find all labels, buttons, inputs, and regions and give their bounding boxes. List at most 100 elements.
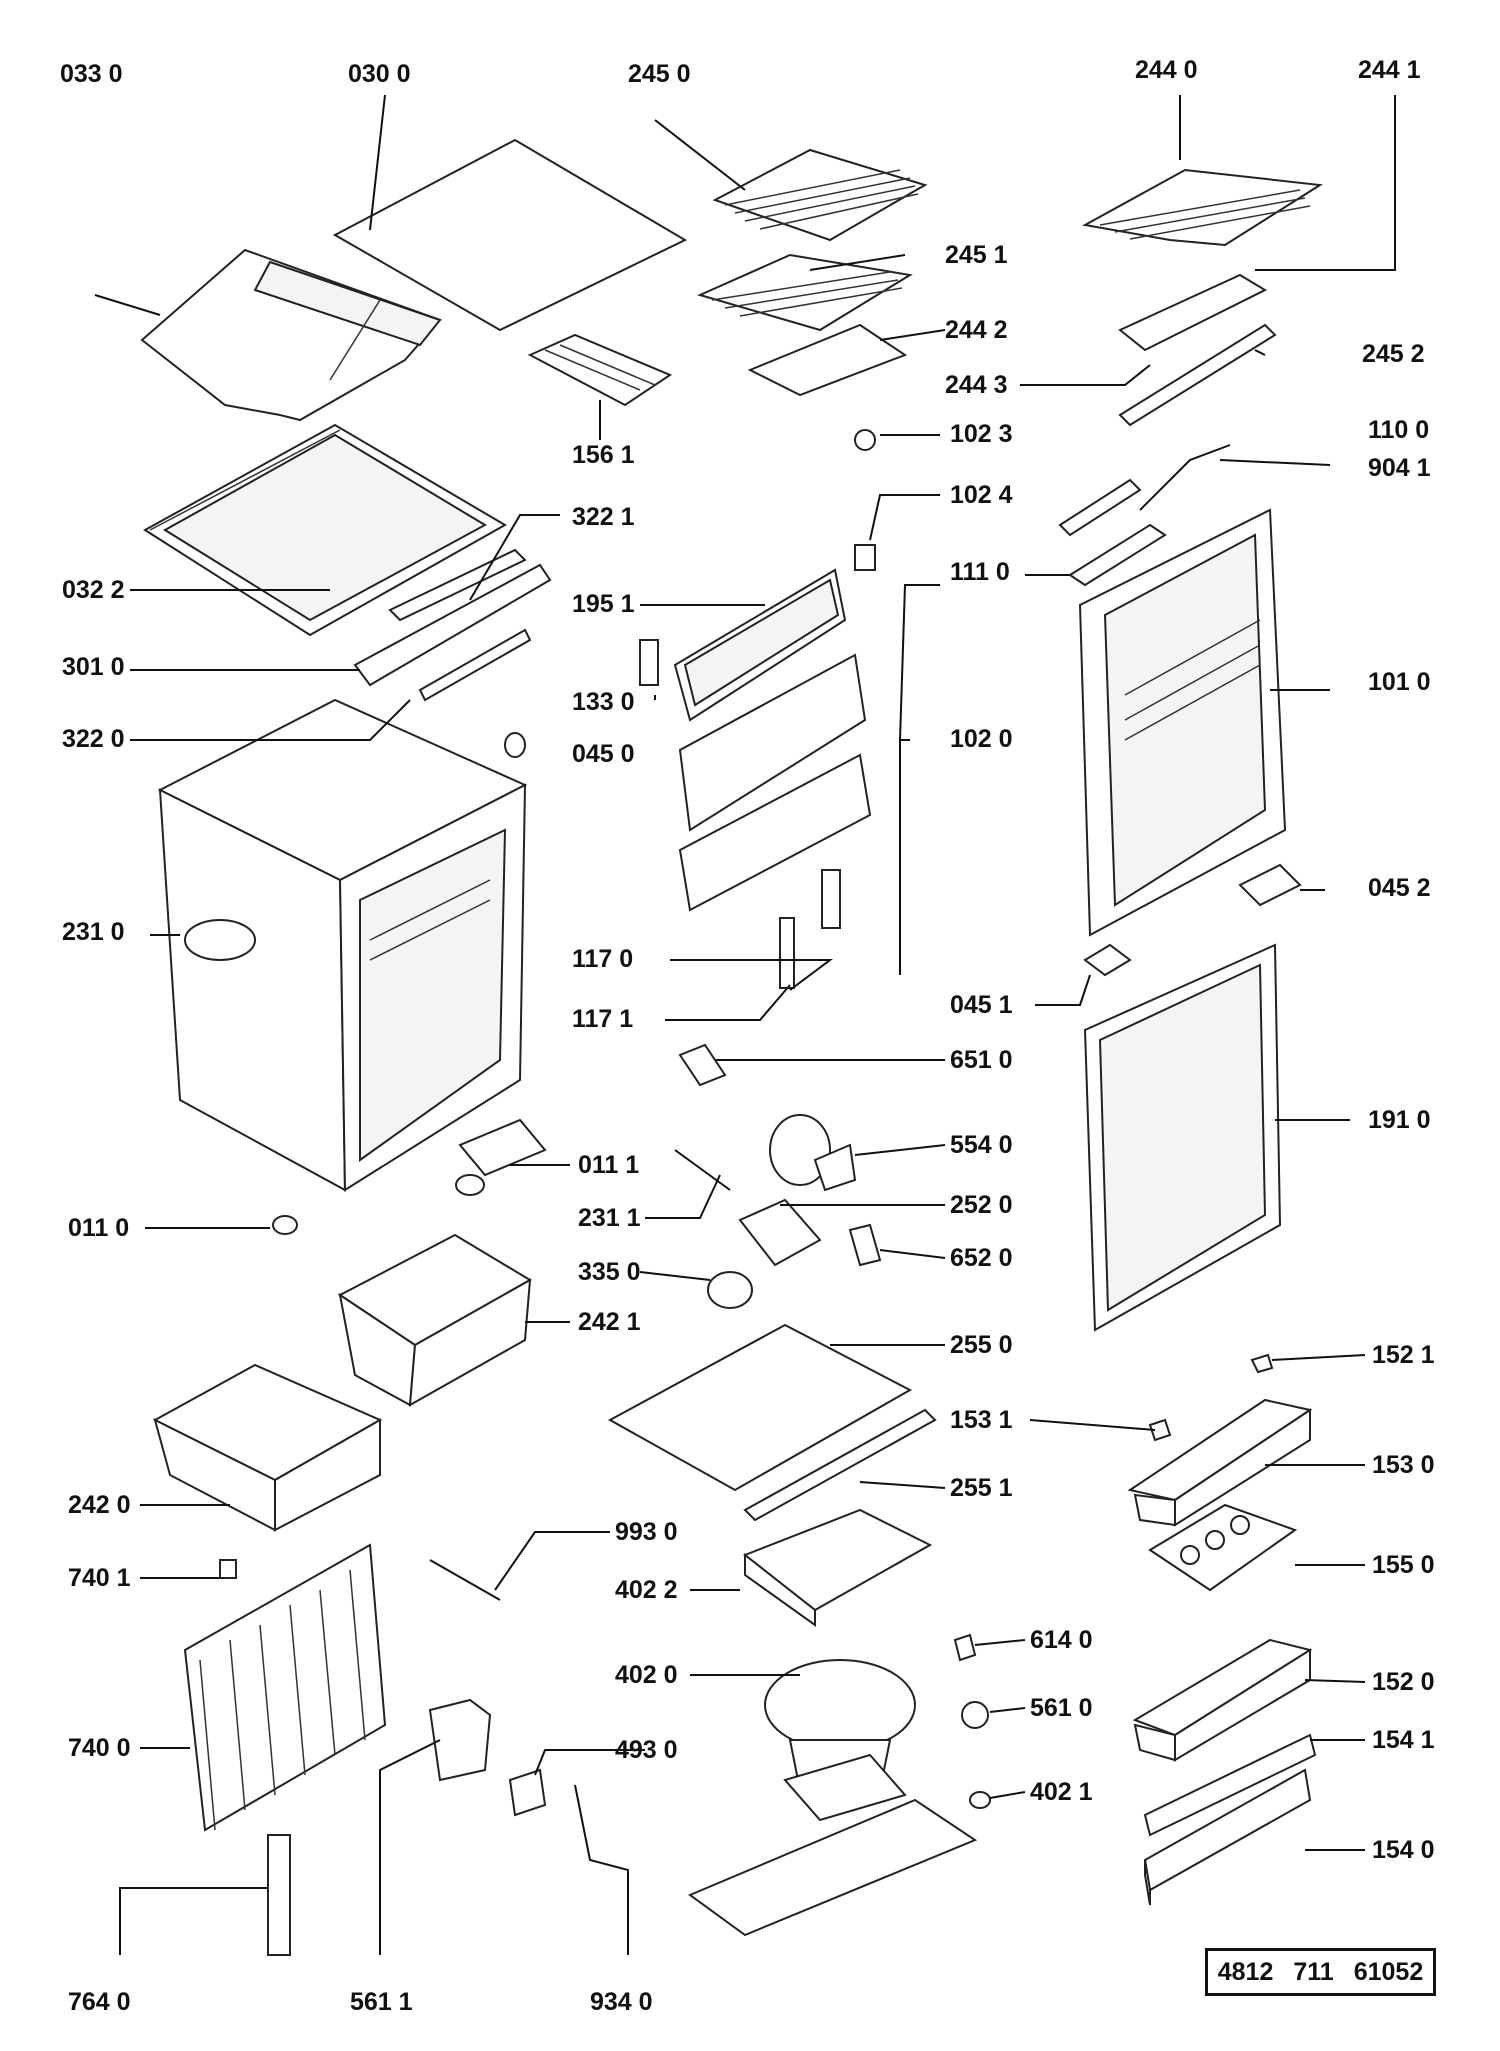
- freezer-tray: [143, 423, 508, 637]
- callout-030-0: 030 0: [348, 60, 411, 88]
- shelf-right: [1082, 168, 1323, 247]
- reference-part-1: 4812: [1217, 1957, 1274, 1986]
- callout-102-3: 102 3: [950, 420, 1013, 448]
- callout-231-1: 231 1: [578, 1204, 641, 1232]
- starter-relay: [508, 1768, 547, 1817]
- callout-102-4: 102 4: [950, 481, 1013, 509]
- callout-045-1: 045 1: [950, 991, 1013, 1019]
- glass-plate-small: [747, 323, 908, 397]
- compressor-cover: [743, 1508, 933, 1627]
- thermostat-holder: [769, 1114, 857, 1192]
- callout-111-0: 111 0: [950, 558, 1010, 586]
- callout-402-2: 402 2: [615, 1576, 678, 1604]
- egg-tray: [1148, 1503, 1298, 1592]
- door-gasket: [1083, 943, 1282, 1332]
- callout-133-0: 133 0: [572, 688, 635, 716]
- callout-934-0: 934 0: [590, 1988, 653, 2016]
- control-knob: [707, 1271, 753, 1309]
- callout-117-0: 117 0: [572, 945, 634, 973]
- evaporator-door-upper: [678, 653, 867, 832]
- thermostat: [738, 1198, 822, 1267]
- condenser-clip: [219, 1559, 237, 1579]
- leader-lines: [94, 94, 1396, 1955]
- hinge-lower: [1238, 863, 1302, 907]
- callout-191-0: 191 0: [1368, 1106, 1431, 1134]
- callout-102-0: 102 0: [950, 725, 1013, 753]
- relay-housing: [428, 1698, 492, 1782]
- callout-033-0: 033 0: [60, 60, 123, 88]
- callout-402-0: 402 0: [615, 1661, 678, 1689]
- callout-011-1: 011 1: [578, 1151, 640, 1179]
- callout-322-1: 322 1: [572, 503, 635, 531]
- callout-244-1: 244 1: [1358, 56, 1421, 84]
- freezer-door-frame: [673, 568, 847, 722]
- reference-part-3: 61052: [1353, 1957, 1424, 1986]
- callout-402-1: 402 1: [1030, 1778, 1093, 1806]
- callout-152-1: 152 1: [1372, 1341, 1435, 1369]
- crisper-small: [338, 1233, 532, 1407]
- door-shelf-upper: [1127, 1398, 1313, 1527]
- callout-245-1: 245 1: [945, 241, 1008, 269]
- shelf-upper: [712, 148, 928, 242]
- reference-part-2: 711: [1293, 1957, 1334, 1986]
- callout-117-1: 117 1: [572, 1005, 634, 1033]
- callout-154-1: 154 1: [1372, 1726, 1435, 1754]
- callout-740-0: 740 0: [68, 1734, 131, 1762]
- shelf-edge-strip: [743, 1408, 937, 1522]
- adjustable-foot: [455, 1174, 485, 1196]
- callout-154-0: 154 0: [1372, 1836, 1435, 1864]
- callout-242-1: 242 1: [578, 1308, 641, 1336]
- filter-drier: [267, 1834, 291, 1956]
- compressor: [764, 1659, 916, 1822]
- callout-255-0: 255 0: [950, 1331, 1013, 1359]
- callout-904-1: 904 1: [1368, 454, 1431, 482]
- callout-561-0: 561 0: [1030, 1694, 1093, 1722]
- strip-lower: [418, 628, 532, 702]
- callout-740-1: 740 1: [68, 1564, 131, 1592]
- hinge-bracket: [1068, 523, 1167, 587]
- ice-cube-tray: [527, 333, 673, 407]
- reference-number-box: 4812 711 61052: [1205, 1948, 1436, 1996]
- shelf-middle: [697, 253, 913, 332]
- shelf-fence: [1143, 1733, 1317, 1837]
- lamp-switch: [848, 1223, 882, 1267]
- hinge-cover: [353, 563, 552, 687]
- shelf-strip: [1118, 323, 1277, 427]
- callout-652-0: 652 0: [950, 1244, 1013, 1272]
- handle-cover: [1058, 478, 1142, 537]
- condenser: [183, 1543, 387, 1832]
- callout-156-1: 156 1: [572, 441, 635, 469]
- cover-sheet: [332, 138, 688, 332]
- callout-554-0: 554 0: [950, 1131, 1013, 1159]
- foot: [272, 1215, 298, 1235]
- bottle-shelf: [1143, 1768, 1312, 1906]
- callout-110-0: 110 0: [1368, 416, 1430, 444]
- callout-242-0: 242 0: [68, 1491, 131, 1519]
- door-shelf-lower: [1132, 1638, 1313, 1762]
- callout-045-2: 045 2: [1368, 874, 1431, 902]
- top-plate: [140, 248, 442, 422]
- glass-plate-right: [1118, 273, 1268, 352]
- overload-protector: [961, 1701, 989, 1729]
- callout-245-2: 245 2: [1362, 340, 1425, 368]
- callout-252-0: 252 0: [950, 1191, 1013, 1219]
- callout-152-0: 152 0: [1372, 1668, 1435, 1696]
- callout-322-0: 322 0: [62, 725, 125, 753]
- callout-032-2: 032 2: [62, 576, 125, 604]
- screw-cap: [504, 732, 526, 758]
- callout-561-1: 561 1: [350, 1988, 413, 2016]
- callout-651-0: 651 0: [950, 1046, 1013, 1074]
- callout-045-0: 045 0: [572, 740, 635, 768]
- callout-101-0: 101 0: [1368, 668, 1431, 696]
- callout-155-0: 155 0: [1372, 1551, 1435, 1579]
- compressor-base-plate: [687, 1798, 978, 1937]
- hinge-upper: [1083, 943, 1132, 977]
- hinge-clip: [821, 869, 841, 929]
- callout-011-0: 011 0: [68, 1214, 130, 1242]
- relay: [953, 1633, 977, 1662]
- screw: [1250, 1353, 1274, 1374]
- wire: [674, 1149, 731, 1191]
- latch-strip: [779, 917, 795, 989]
- callout-231-0: 231 0: [62, 918, 125, 946]
